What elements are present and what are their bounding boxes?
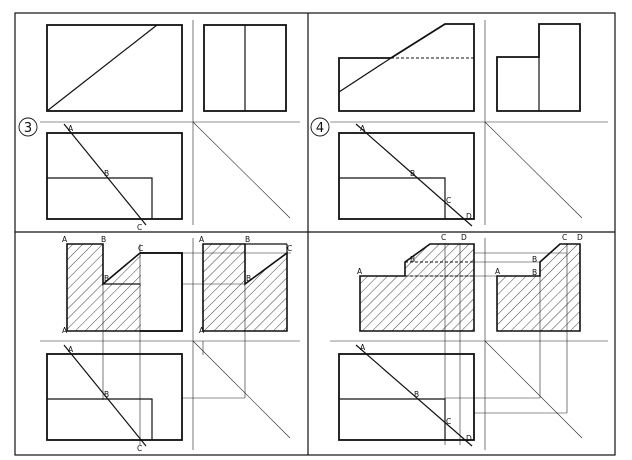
- side-point-label-a: A: [495, 267, 501, 276]
- side-point-label-b2: B: [246, 274, 251, 283]
- top-view: [338, 344, 475, 447]
- top-view: [46, 344, 183, 447]
- panel-step-6: A B C D A B B C D A B C D: [330, 233, 608, 450]
- point-label-a2: A: [62, 326, 68, 335]
- point-label-a: A: [360, 124, 366, 133]
- side-point-label-a2: A: [199, 326, 205, 335]
- step-number-circle: [310, 117, 330, 137]
- point-label-b: B: [410, 169, 415, 178]
- point-label-a: A: [68, 124, 74, 133]
- top-point-label-a: A: [68, 345, 74, 354]
- point-label-b: B: [104, 169, 109, 178]
- side-view: [496, 23, 581, 112]
- step-number-circle: [18, 117, 38, 137]
- projection-axes: [40, 20, 300, 225]
- side-point-label-b: B: [532, 255, 537, 264]
- front-view: [46, 24, 183, 112]
- point-label-d: D: [466, 212, 472, 221]
- top-view: [338, 123, 475, 227]
- point-label-a: A: [62, 235, 68, 244]
- panel-step-3: 3 A B C: [18, 20, 300, 232]
- side-point-label-c: C: [562, 233, 567, 242]
- projection-axes: [40, 238, 300, 450]
- top-point-label-d: D: [466, 434, 472, 443]
- step-number: 3: [24, 121, 32, 136]
- point-label-a: A: [357, 267, 363, 276]
- side-view-hatched: [202, 243, 288, 332]
- point-label-b2: B: [104, 274, 109, 283]
- point-label-d: D: [461, 233, 467, 242]
- side-view-hatched: [496, 243, 581, 332]
- top-point-label-b: B: [104, 390, 109, 399]
- projection-axes: [330, 238, 608, 450]
- front-view-hatched: [66, 243, 183, 332]
- panel-step-4: 4 A B C D: [310, 20, 608, 227]
- point-label-b: B: [101, 235, 106, 244]
- side-point-label-a: A: [199, 235, 205, 244]
- step-number: 4: [316, 121, 324, 136]
- point-label-c: C: [446, 196, 451, 205]
- side-point-label-b2: B: [532, 268, 537, 277]
- side-view: [203, 24, 287, 112]
- front-view: [338, 23, 475, 112]
- top-point-label-b: B: [414, 390, 419, 399]
- front-view-hatched: [359, 243, 475, 332]
- projection-axes: [330, 20, 608, 225]
- side-point-label-d: D: [577, 233, 583, 242]
- sheet-frame: [14, 12, 616, 456]
- top-point-label-c: C: [137, 444, 142, 453]
- side-point-label-b: B: [245, 235, 250, 244]
- point-label-c: C: [441, 233, 446, 242]
- point-label-c: C: [138, 244, 143, 253]
- top-view: [46, 123, 183, 226]
- panel-step-5: A B C B A A B C B A A B C: [40, 235, 300, 453]
- top-point-label-c: C: [446, 417, 451, 426]
- point-label-c: C: [137, 223, 142, 232]
- side-point-label-c: C: [287, 244, 292, 253]
- point-label-b: B: [410, 255, 415, 264]
- top-point-label-a: A: [360, 343, 366, 352]
